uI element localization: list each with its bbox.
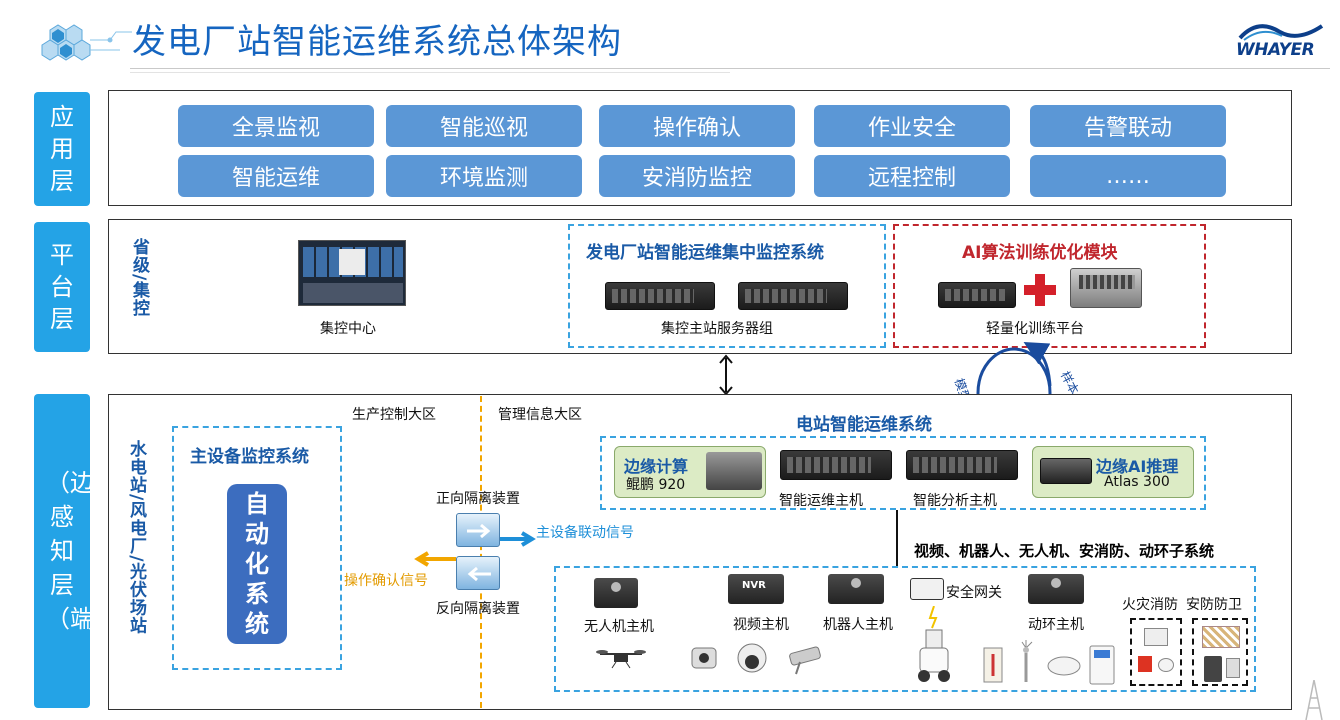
forward-isolation-device-icon: [456, 513, 500, 547]
training-server-icon: [938, 282, 1016, 308]
analysis-host-label: 智能分析主机: [913, 493, 997, 509]
confirm-signal-label: 操作确认信号: [344, 573, 428, 589]
env-host-label: 动环主机: [1028, 617, 1084, 633]
gpu-card-icon: [1070, 268, 1142, 308]
smoke-detector-icon: [1158, 658, 1174, 672]
drone-host-device-icon: [594, 578, 638, 608]
confirm-signal-arrow-icon: [412, 550, 456, 568]
subsystems-box: [554, 566, 1256, 692]
layer-label-edge: （边）感知层（端）: [34, 394, 118, 708]
drone-host-label: 无人机主机: [584, 619, 654, 635]
drone-icon: [596, 648, 646, 670]
hexagon-network-logo: [30, 10, 134, 78]
subsystems-label: 视频、机器人、无人机、安消防、动环子系统: [914, 542, 1215, 560]
ops-host-icon: [780, 450, 892, 480]
video-host-nvr-icon: NVR: [728, 574, 784, 604]
title-divider-secondary: [130, 72, 730, 73]
keypad-icon: [1226, 658, 1240, 678]
nvr-text: NVR: [742, 580, 766, 591]
fire-alarm-icon: [1144, 628, 1168, 646]
app-button-work-safety[interactable]: 作业安全: [814, 105, 1010, 147]
management-info-zone-label: 管理信息大区: [498, 407, 582, 423]
edge-compute-board-icon: [706, 452, 762, 490]
analysis-host-icon: [906, 450, 1018, 480]
automation-system-block: 自动化系统: [227, 484, 287, 644]
video-host-label: 视频主机: [733, 617, 789, 633]
tower-decoration-icon: [1292, 679, 1336, 720]
brand-wave-icon: [1238, 20, 1324, 42]
security-equipment-box: [1192, 618, 1248, 686]
app-button-fire-security-monitoring[interactable]: 安消防监控: [599, 155, 795, 197]
app-button-remote-control[interactable]: 远程控制: [814, 155, 1010, 197]
edge-ai-card-icon: [1040, 458, 1092, 484]
bidirectional-arrow-icon: [716, 354, 736, 396]
robot-icon: [914, 605, 954, 684]
layer-label-application: 应用层: [34, 92, 90, 206]
reverse-isolation-label: 反向隔离装置: [436, 601, 520, 617]
app-button-operation-confirm[interactable]: 操作确认: [599, 105, 795, 147]
security-gateway-icon: [910, 578, 944, 600]
subsystem-connector-line: [896, 510, 898, 566]
central-monitoring-system-box: [568, 224, 886, 348]
fire-button-icon: [1138, 656, 1152, 672]
robot-host-label: 机器人主机: [823, 617, 893, 633]
linkage-signal-arrow-icon: [500, 530, 536, 548]
ai-platform-label: 轻量化训练平台: [986, 321, 1084, 337]
layer-label-edge-text: （边）感知层（端）: [46, 469, 118, 633]
platform-side-label: 省级/集控: [129, 238, 149, 318]
env-host-device-icon: [1028, 574, 1084, 604]
robot-host-device-icon: [828, 574, 884, 604]
edge-ai-title: 边缘AI推理: [1096, 457, 1179, 476]
security-gateway-label: 安全网关: [946, 585, 1002, 601]
layer-label-platform: 平台层: [34, 222, 90, 352]
app-button-smart-inspection[interactable]: 智能巡视: [386, 105, 582, 147]
plus-icon: [1024, 274, 1056, 306]
access-control-icon: [1204, 656, 1222, 682]
app-button-alarm-linkage[interactable]: 告警联动: [1030, 105, 1226, 147]
automation-system-label: 自动化系统: [245, 490, 269, 638]
fire-label: 火灾消防: [1122, 597, 1178, 613]
layer-label-application-text: 应用层: [50, 103, 74, 195]
camera-icons: [690, 640, 830, 680]
control-center-photo: [298, 240, 406, 306]
app-button-panorama-monitoring[interactable]: 全景监视: [178, 105, 374, 147]
ops-host-label: 智能运维主机: [779, 493, 863, 509]
forward-isolation-label: 正向隔离装置: [436, 491, 520, 507]
station-system-box: [600, 436, 1206, 510]
app-button-environment-monitoring[interactable]: 环境监测: [386, 155, 582, 197]
main-equipment-monitor-box: [172, 426, 342, 670]
security-label: 安防防卫: [1186, 597, 1242, 613]
control-center-label: 集控中心: [320, 321, 376, 337]
app-button-smart-maintenance[interactable]: 智能运维: [178, 155, 374, 197]
station-system-title: 电站智能运维系统: [796, 415, 932, 435]
production-control-zone-label: 生产控制大区: [352, 407, 436, 423]
ai-training-module-title: AI算法训练优化模块: [962, 243, 1118, 263]
fire-equipment-box: [1130, 618, 1182, 686]
server-icon: [605, 282, 715, 310]
server-group-label: 集控主站服务器组: [661, 321, 773, 337]
title-divider: [130, 68, 1330, 69]
main-equipment-monitor-title: 主设备监控系统: [190, 447, 309, 467]
edge-compute-model: 鲲鹏 920: [626, 477, 686, 493]
central-monitoring-system-title: 发电厂站智能运维集中监控系统: [586, 243, 824, 263]
app-button-more[interactable]: ……: [1030, 155, 1226, 197]
security-fence-icon: [1202, 626, 1240, 648]
edge-side-label: 水电站/风电厂/光伏场站: [126, 440, 146, 635]
zone-divider: [480, 396, 482, 708]
server-icon: [738, 282, 848, 310]
edge-ai-model: Atlas 300: [1104, 474, 1170, 490]
layer-label-platform-text: 平台层: [50, 241, 74, 333]
reverse-isolation-device-icon: [456, 556, 500, 590]
page-title: 发电厂站智能运维系统总体架构: [132, 22, 622, 62]
environment-sensors-icon: [982, 636, 1120, 686]
linkage-signal-label: 主设备联动信号: [536, 525, 634, 541]
brand-logo-text: WHAYER: [1236, 40, 1315, 60]
edge-compute-title: 边缘计算: [624, 457, 689, 476]
